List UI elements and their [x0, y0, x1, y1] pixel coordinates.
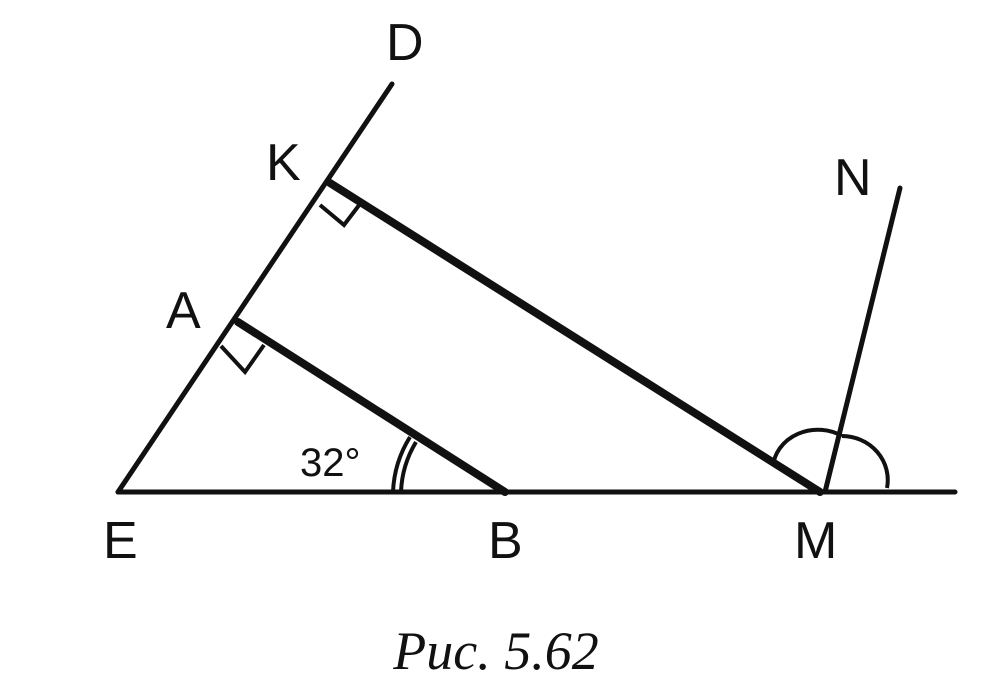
- right-angle-mark-A: [219, 343, 266, 376]
- label-M: M: [794, 512, 837, 570]
- segment-AB: [234, 318, 509, 496]
- angle-label-32: 32°: [300, 441, 361, 485]
- label-B: B: [488, 512, 523, 570]
- angle-arc-M-left: [771, 427, 843, 467]
- label-D: D: [386, 14, 424, 72]
- angle-arc-M-right: [841, 434, 890, 489]
- right-angle-mark-K: [318, 198, 365, 228]
- line-ED: [115, 81, 395, 495]
- label-N: N: [834, 149, 872, 207]
- angle-arc-B-outer: [391, 435, 412, 493]
- angle-arc-B-inner: [399, 440, 418, 493]
- label-E: E: [103, 512, 138, 570]
- segment-KM: [326, 179, 824, 496]
- ray-MN: [822, 185, 903, 495]
- label-K: K: [266, 134, 301, 192]
- figure-caption: Рис. 5.62: [393, 621, 599, 681]
- label-A: A: [166, 282, 201, 340]
